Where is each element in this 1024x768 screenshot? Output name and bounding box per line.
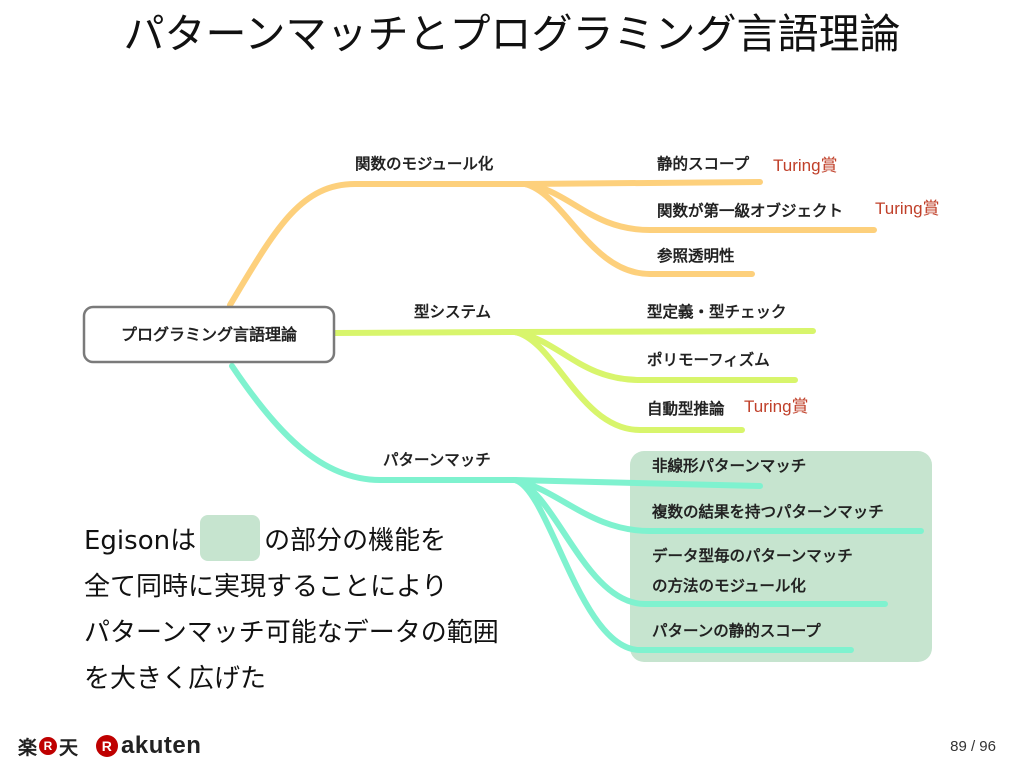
award-static-scope: Turing賞 [773,156,838,175]
connector-pattern-nonlinear [512,477,763,489]
description-text: Egisonは の部分の機能を 全て同時に実現することにより パターンマッチ可能な… [84,515,584,702]
leaf-polymorphism: ポリモーフィズム [647,351,770,369]
page-number: 89 / 96 [950,738,996,755]
leaf-nonlinear-pattern: 非線形パターンマッチ [652,457,807,475]
highlight-swatch [200,515,261,561]
connector-pattern-multiple-results [512,477,924,534]
branch-type-lines [331,328,816,433]
connector-type-definition [512,328,816,335]
logo-r-mark: R [96,735,119,757]
leaf-static-scope: 静的スコープ [657,155,750,173]
leaf-multiple-results: 複数の結果を持つパターンマッチ [652,503,884,521]
branch-pattern-label: パターンマッチ [383,451,491,469]
connector-type-inference [512,329,745,433]
connector-module-ref-transparency [522,181,755,277]
highlight-box [630,451,932,662]
connector-module-first-class [522,181,877,233]
leaf-referential-transparency: 参照透明性 [657,247,735,265]
description-line-1-b: の部分の機能を [264,526,447,556]
slide-title: パターンマッチとプログラミング言語理論 [123,10,901,58]
logo-brand-text: akuten [121,732,202,759]
connector-root-pattern [229,363,518,483]
root-node-box [82,305,336,364]
connector-root-type [331,329,518,336]
branch-module-label: 関数のモジュール化 [355,155,494,173]
description-line-2: 全て同時に実現することにより [84,572,448,602]
connector-module-static-scope [522,179,763,187]
description-line-1: Egisonは の部分の機能を [84,515,584,564]
logo-kanji-right: 天 [59,737,79,759]
leaf-type-definition: 型定義・型チェック [647,303,787,321]
logo-kanji-left: 楽 [18,737,38,759]
branch-pattern-lines [229,363,924,653]
description-line-1-a: Egisonは [84,526,197,556]
branch-type-label: 型システム [414,303,492,321]
leaf-pattern-static-scope: パターンの静的スコープ [652,622,821,640]
leaf-type-inference: 自動型推論 [647,400,725,418]
connector-pattern-static-scope [512,477,854,653]
award-type-inference: Turing賞 [744,397,809,416]
connector-root-module [227,181,528,308]
description-line-3: パターンマッチ可能なデータの範囲 [84,618,499,648]
logo-r-mark-small: R [39,737,58,755]
leaf-pattern-modularization: データ型毎のパターンマッチの方法のモジュール化 [652,547,853,595]
award-first-class-functions: Turing賞 [875,199,940,218]
branch-module-lines [227,179,877,308]
leaf-first-class-functions: 関数が第一級オブジェクト [657,202,844,220]
description-line-4: を大きく広げた [84,664,267,694]
root-node-label: プログラミング言語理論 [120,325,297,344]
